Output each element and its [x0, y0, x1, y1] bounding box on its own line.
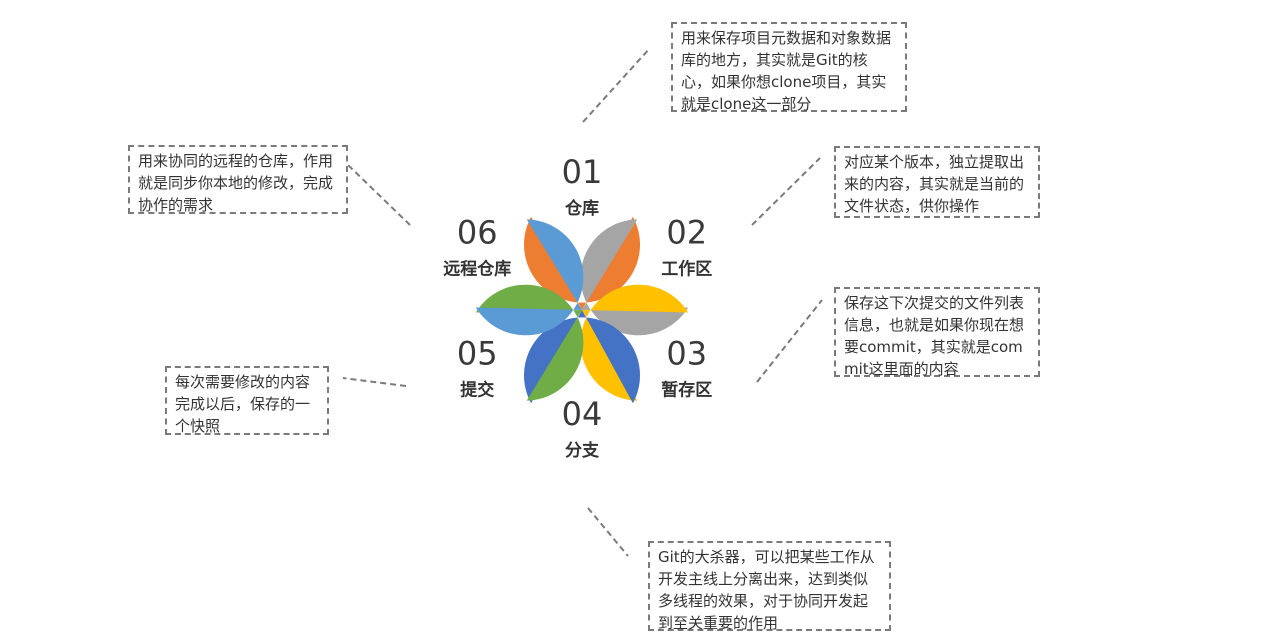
note-05-text: 每次需要修改的内容完成以后，保存的一个快照 [175, 373, 311, 435]
petal-01-inner-circle [538, 145, 626, 233]
petal-05-inner-circle [433, 326, 522, 415]
note-01-repository: 用来保存项目元数据和对象数据库的地方，其实就是Git的核心，如果你想clone项… [671, 22, 907, 113]
petal-06-label: 远程仓库 [443, 259, 511, 280]
petal-04-inner-circle [538, 387, 626, 475]
connector-03 [756, 299, 823, 383]
connector-05 [342, 377, 407, 387]
note-02-text: 对应某个版本，独立提取出来的内容，其实就是当前的文件状态，供你操作 [844, 153, 1025, 215]
petal-01-label: 仓库 [564, 198, 599, 219]
note-04-text: Git的大杀器，可以把某些工作从开发主线上分离出来，达到类似多线程的效果，对于协… [658, 548, 875, 632]
connector-02 [751, 157, 821, 226]
petal-01-number: 01 [562, 153, 603, 191]
petal-01: 01 仓库 [524, 145, 640, 310]
petal-02-label: 工作区 [661, 259, 712, 280]
note-01-text: 用来保存项目元数据和对象数据库的地方，其实就是Git的核心，如果你想clone项… [681, 29, 892, 113]
petal-03-number: 03 [666, 335, 707, 373]
petal-05-label: 提交 [460, 380, 494, 401]
note-04-branch: Git的大杀器，可以把某些工作从开发主线上分离出来，达到类似多线程的效果，对于协… [648, 541, 891, 632]
petal-06-shape [475, 219, 584, 336]
connector-04 [587, 507, 629, 557]
petal-04-shape [524, 310, 640, 404]
petal-04: 04 分支 [524, 310, 640, 475]
petal-02-inner-circle [642, 205, 731, 294]
petal-03-inner-circle [642, 326, 731, 415]
petal-05-shape [475, 284, 584, 401]
connector-lines [342, 47, 823, 557]
petal-01-shape [524, 216, 640, 310]
petal-04-number: 04 [562, 395, 603, 433]
petal-05: 05 提交 [433, 284, 584, 415]
note-03-staging-area: 保存这下次提交的文件列表信息，也就是如果你现在想要commit，其实就是comm… [834, 287, 1040, 378]
petal-06-inner-circle [433, 205, 522, 294]
petal-03-shape [580, 284, 689, 401]
note-02-working-directory: 对应某个版本，独立提取出来的内容，其实就是当前的文件状态，供你操作 [834, 146, 1040, 218]
note-06-remote-repository: 用来协同的远程的仓库，作用就是同步你本地的修改，完成协作的需求 [128, 145, 348, 214]
note-05-commit: 每次需要修改的内容完成以后，保存的一个快照 [165, 366, 329, 435]
petal-02-number: 02 [666, 214, 707, 252]
note-03-text: 保存这下次提交的文件列表信息，也就是如果你现在想要commit，其实就是comm… [844, 294, 1025, 378]
petal-05-number: 05 [457, 335, 498, 373]
petal-06-number: 06 [457, 214, 498, 252]
petal-03: 03 暂存区 [580, 284, 731, 415]
petal-04-label: 分支 [565, 440, 600, 461]
connector-01 [582, 47, 651, 123]
note-06-text: 用来协同的远程的仓库，作用就是同步你本地的修改，完成协作的需求 [138, 152, 334, 214]
connector-06 [347, 164, 411, 226]
petal-06: 06 远程仓库 [433, 205, 584, 336]
petals: 01 仓库 02 工作区 03 暂存区 04 分支 05 提交 06 远程仓库 [433, 145, 731, 475]
petal-02: 02 工作区 [580, 205, 731, 336]
petal-02-shape [580, 219, 689, 336]
petal-03-label: 暂存区 [661, 380, 712, 401]
